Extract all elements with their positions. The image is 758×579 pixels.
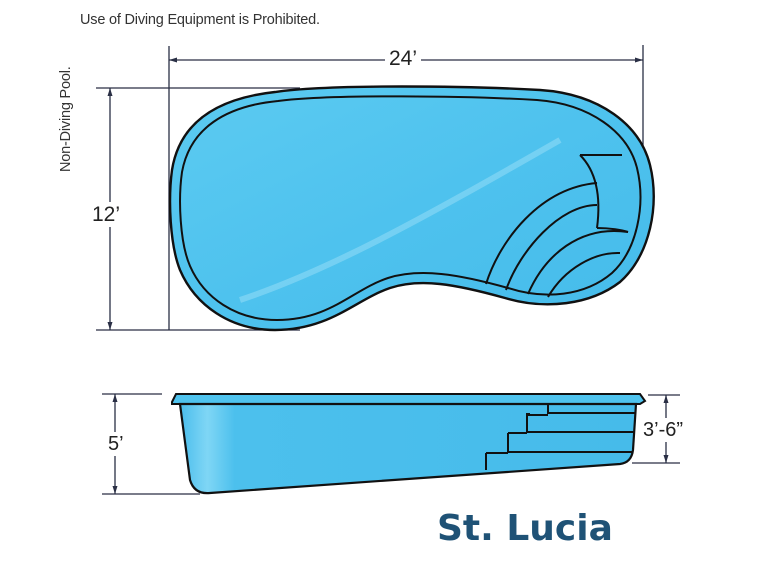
pool-plan-view [168, 85, 655, 332]
deep-depth-label: 5’ [108, 432, 124, 456]
plan-steps [485, 154, 629, 298]
shallow-depth-label: 3’-6” [643, 418, 684, 442]
pool-profile-view [171, 393, 647, 495]
non-diving-label: Non-Diving Pool. [58, 66, 74, 172]
width-dimension-label: 12’ [92, 202, 121, 227]
warning-text: Use of Diving Equipment is Prohibited. [80, 12, 320, 28]
pool-model-name: St. Lucia [437, 508, 613, 549]
length-dimension-label: 24’ [385, 48, 422, 69]
profile-steps [485, 404, 636, 470]
